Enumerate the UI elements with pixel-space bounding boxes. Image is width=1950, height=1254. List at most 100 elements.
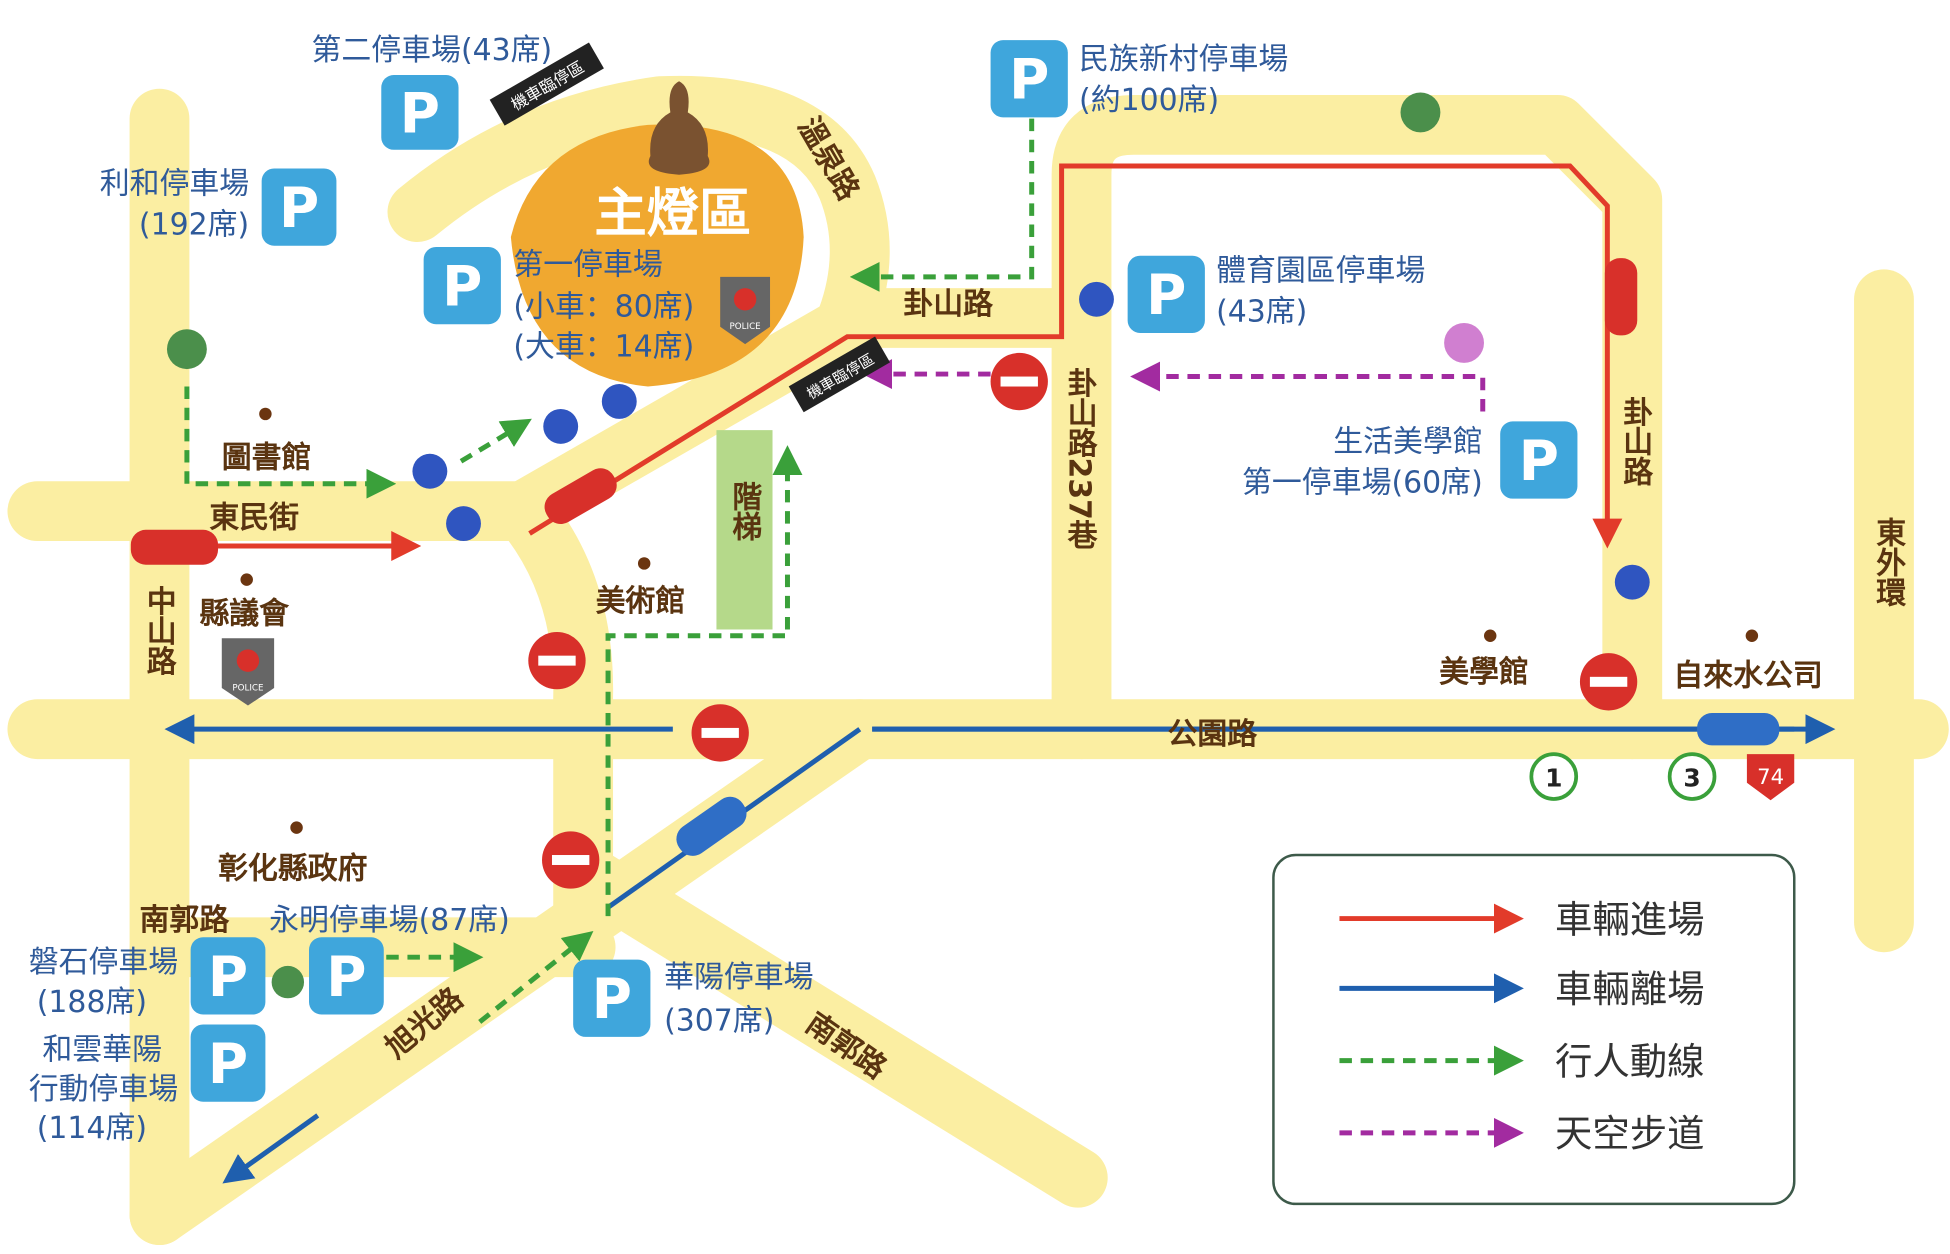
parking-icon: P: [1146, 263, 1186, 327]
parking-aesthetics: P 生活美學館 第一停車場(60席): [1242, 421, 1578, 500]
landmark-art-museum: 美術館: [596, 557, 686, 619]
red-car-icon: [1604, 258, 1638, 336]
svg-text:POLICE: POLICE: [232, 684, 263, 694]
road-label-gongyuan: 公園路: [1168, 717, 1258, 752]
parking-label: 磐石停車場: [29, 945, 178, 980]
parking-icon: P: [326, 945, 366, 1009]
parking-label: 第一停車場: [513, 247, 662, 282]
parking-yongming: P 永明停車場(87席): [269, 903, 510, 1015]
no-entry-icon: [528, 631, 586, 690]
parking-seats: (188席): [37, 985, 147, 1020]
police-officer-icon: [412, 281, 1650, 600]
blue-car-icon: [1697, 712, 1780, 746]
parking-label: 華陽停車場: [664, 960, 813, 995]
parking-icon: P: [208, 1032, 248, 1096]
landmark-library: 圖書館: [222, 407, 312, 476]
route-marker-3: 3: [1667, 752, 1717, 801]
svg-text:天空步道: 天空步道: [1555, 1112, 1705, 1156]
parking-icon: P: [400, 81, 440, 145]
parking-sports: P 體育園區停車場 (43席): [1127, 254, 1425, 333]
parking-huayang: P 華陽停車場 (307席): [573, 959, 814, 1039]
parking-label: 生活美學館: [1333, 424, 1482, 459]
landmark-water-company: 自來水公司: [1673, 629, 1823, 694]
parking-heyun: P 和雲華陽 行動停車場 (114席): [29, 1024, 266, 1146]
parking-second: P 第二停車場(43席): [312, 33, 553, 150]
parking-icon: P: [442, 255, 482, 319]
road-label-nanguo: 南郭路: [140, 903, 230, 938]
road-label-dongmin: 東民街: [209, 500, 299, 535]
stairs-label: 階梯: [726, 481, 762, 541]
no-entry-icon: [990, 352, 1048, 411]
pedestrian-girl-icon: [1444, 322, 1484, 363]
parking-seats: 第一停車場(60席): [1242, 465, 1483, 500]
landmark-council: 縣議會: [199, 573, 290, 631]
parking-seats-large: (大車：14席): [513, 330, 694, 365]
parking-seats: (192席): [139, 208, 249, 243]
parking-seats: (約100席): [1079, 83, 1219, 118]
parking-lihe: P 利和停車場 (192席): [100, 166, 337, 246]
parking-icon: P: [592, 967, 632, 1031]
police-badge-main: POLICE: [720, 276, 771, 345]
stairs: [716, 430, 773, 630]
road-label-guashan: 卦山路: [903, 287, 993, 322]
legend-item-exit: 車輛離場: [1339, 967, 1705, 1011]
legend-item-entry: 車輛進場: [1339, 897, 1705, 941]
parking-seats: (43席): [1216, 295, 1307, 330]
parking-label: 和雲華陽: [42, 1032, 162, 1067]
parking-icon: P: [208, 945, 248, 1009]
parking-seats: (114席): [37, 1111, 147, 1146]
parking-label: 利和停車場: [100, 166, 249, 201]
skywalk-route: [862, 359, 1486, 412]
svg-text:行人動線: 行人動線: [1555, 1039, 1705, 1083]
exit-route: [174, 729, 1836, 1184]
parking-first: P 第一停車場 (小車：80席) (大車：14席): [423, 246, 694, 365]
parking-minzu: P 民族新村停車場 (約100席): [990, 40, 1288, 118]
road-label-dongwaihuan: 東外環: [1870, 517, 1906, 607]
no-entry-icon: [1579, 653, 1638, 711]
no-entry-icon: [691, 704, 749, 762]
svg-text:車輛進場: 車輛進場: [1555, 897, 1705, 941]
parking-icon: P: [1009, 48, 1049, 112]
landmark-county-gov: 彰化縣政府: [218, 821, 368, 887]
parking-label: 體育園區停車場: [1216, 254, 1425, 289]
red-car-icon: [130, 529, 219, 565]
pedestrian-route: [184, 118, 1035, 1024]
svg-text:車輛離場: 車輛離場: [1555, 967, 1705, 1011]
parking-label: 永明停車場(87席): [269, 903, 510, 938]
svg-text:美學館: 美學館: [1439, 655, 1529, 690]
svg-text:美術館: 美術館: [596, 584, 686, 619]
svg-text:縣議會: 縣議會: [199, 596, 290, 631]
blue-car-icon: [676, 796, 747, 856]
svg-text:1: 1: [1545, 763, 1562, 792]
svg-text:POLICE: POLICE: [730, 322, 761, 332]
legend-item-skywalk: 天空步道: [1339, 1112, 1705, 1156]
svg-text:圖書館: 圖書館: [222, 441, 312, 476]
parking-label: 行動停車場: [29, 1072, 178, 1107]
red-car-icon: [544, 468, 617, 525]
landmark-aesthetics-hall: 美學館: [1439, 629, 1529, 690]
police-badge-council: POLICE: [221, 638, 275, 706]
legend-item-pedestrian: 行人動線: [1339, 1039, 1705, 1083]
parking-seats: (307席): [664, 1004, 774, 1039]
road-label-zhongshan: 中山路: [141, 586, 177, 676]
road-label-guashan-east: 卦山路: [1617, 396, 1653, 486]
no-entry-icon: [542, 831, 600, 889]
route-marker-1: 1: [1529, 752, 1579, 801]
svg-text:74: 74: [1757, 764, 1784, 789]
parking-icon: P: [1519, 429, 1559, 493]
parking-icon: P: [279, 176, 319, 240]
no-entry-signs: [528, 352, 1638, 889]
svg-text:自來水公司: 自來水公司: [1673, 659, 1822, 694]
parking-panshi: P 磐石停車場 (188席): [29, 937, 266, 1020]
buddha-statue-icon: [648, 81, 710, 175]
svg-text:彰化縣政府: 彰化縣政府: [218, 852, 367, 887]
road-label-guashan-237: 卦山路237巷: [1062, 368, 1099, 550]
svg-text:3: 3: [1683, 763, 1700, 792]
pedestrian-icon: [166, 92, 1441, 999]
parking-label: 第二停車場(43席): [312, 33, 553, 68]
route-marker-74: 74: [1746, 754, 1795, 801]
main-area-label: 主燈區: [594, 183, 751, 244]
legend: 車輛進場 車輛離場 行人動線 天空步道: [1272, 853, 1796, 1206]
parking-label: 民族新村停車場: [1079, 42, 1288, 77]
